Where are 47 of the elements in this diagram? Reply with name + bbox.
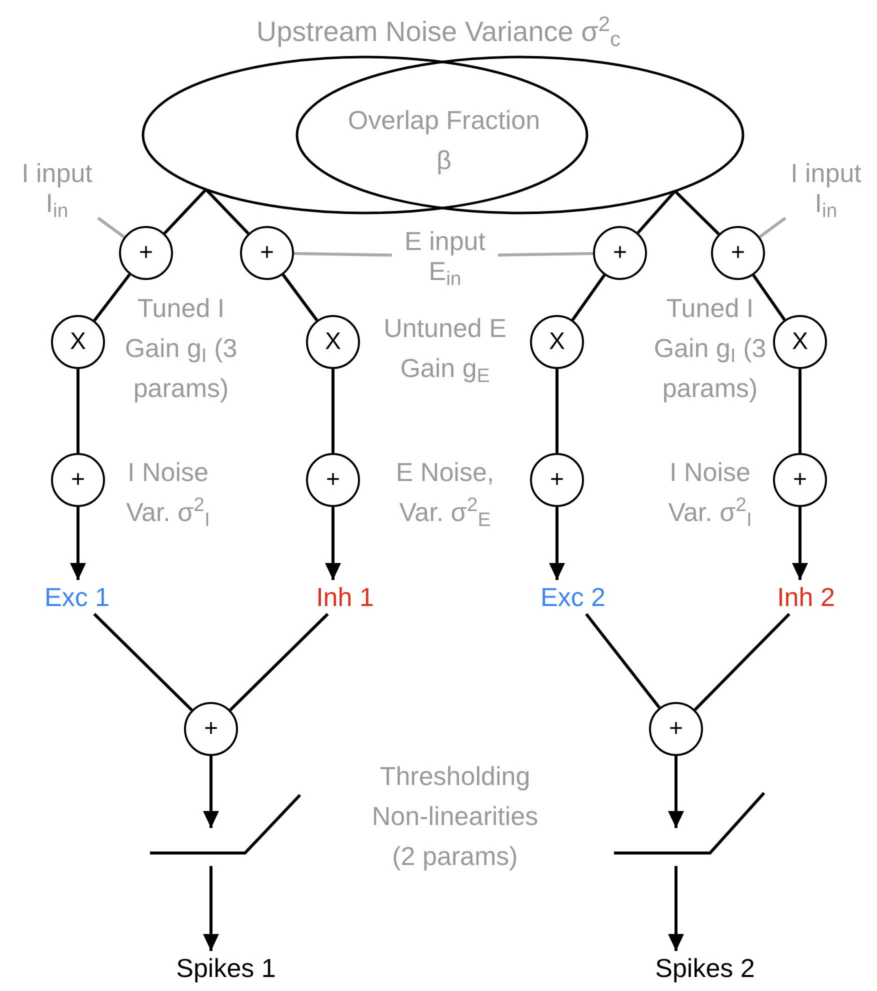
ellipse — [141, 55, 589, 215]
connector-line — [694, 612, 790, 711]
output-label: Spikes 1 — [176, 953, 276, 983]
annotation-text: Tuned I Gain g$_{I}$ (3 params) — [652, 292, 768, 405]
input-label: E$_{in}$ — [428, 256, 462, 286]
arrow — [792, 507, 808, 580]
arrow — [325, 507, 341, 580]
annotation-text: Thresholding Non-linearities (2 params) — [370, 760, 540, 873]
signal-label: Exc 2 — [540, 582, 606, 612]
connector-line — [752, 274, 786, 321]
arrow — [668, 866, 684, 951]
connector-line — [163, 188, 208, 234]
input-label: I$_{in}$ — [814, 188, 838, 218]
connector-line — [76, 369, 80, 453]
signal-label: Exc 1 — [44, 582, 110, 612]
connector-line — [674, 190, 720, 236]
connector-line — [556, 369, 558, 453]
signal-label: Inh 2 — [777, 582, 835, 612]
connector-line — [282, 274, 318, 322]
leader-line — [294, 252, 392, 257]
leader-line — [498, 252, 594, 257]
ellipse — [295, 55, 745, 215]
connector-line — [204, 188, 250, 235]
arrow — [549, 507, 565, 580]
connector-line — [571, 274, 606, 321]
input-label: I input — [790, 158, 862, 188]
connector-line — [585, 613, 661, 709]
input-label: I$_{in}$ — [46, 188, 68, 218]
annotation-text: Overlap Fraction β — [346, 104, 542, 177]
input-label: E input — [404, 226, 486, 256]
arrow — [203, 866, 219, 951]
annotation-text: Untuned E Gain g$_{E}$ — [382, 312, 508, 388]
connector-line — [229, 612, 329, 712]
annotation-text: Tuned I Gain g$_{I}$ (3 params) — [124, 292, 238, 405]
connector-line — [93, 612, 193, 712]
arrow — [668, 756, 684, 828]
connector-line — [93, 274, 131, 322]
arrow — [203, 756, 219, 828]
connector-line — [636, 190, 676, 234]
leader-line — [758, 216, 786, 238]
output-label: Spikes 2 — [655, 953, 755, 983]
connector-line — [798, 369, 802, 453]
signal-label: Inh 1 — [316, 582, 374, 612]
arrow — [70, 507, 86, 580]
input-label: I input — [22, 158, 92, 188]
connector-line — [332, 369, 334, 453]
leader-line — [97, 216, 126, 238]
